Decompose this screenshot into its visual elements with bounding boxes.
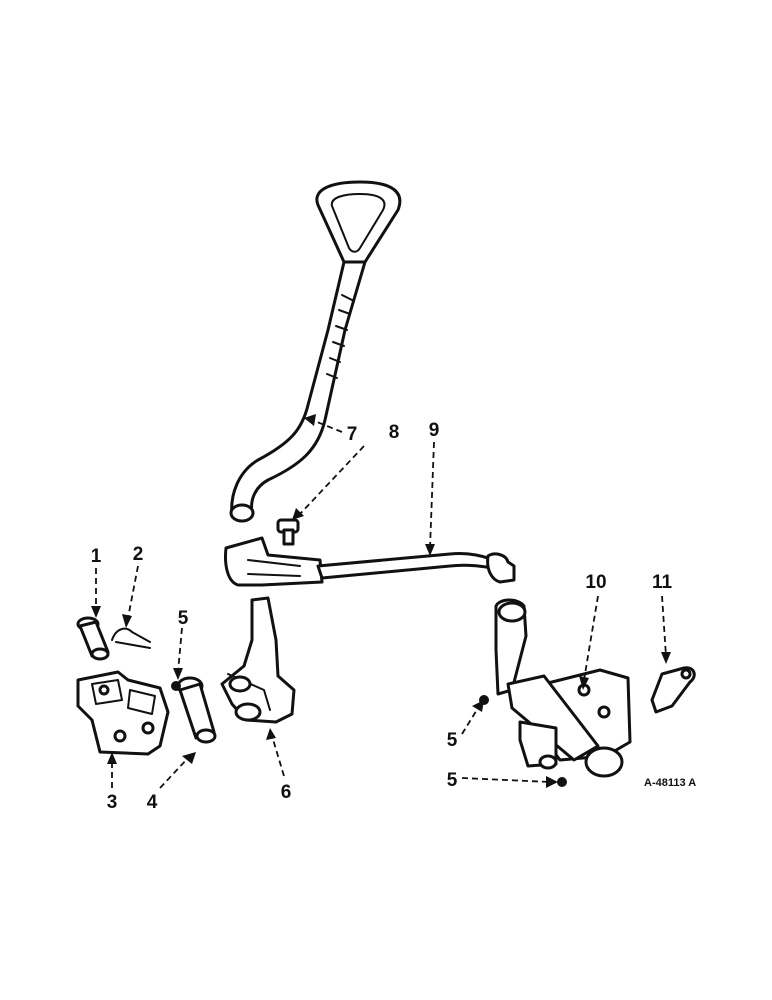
callout-10: 10: [585, 572, 606, 593]
part-2-cotter-pin: [111, 627, 151, 649]
callout-4: 4: [147, 792, 158, 813]
part-11-clip: [650, 666, 696, 714]
part-6-lever-bracket: [220, 596, 296, 724]
callout-6: 6: [281, 782, 292, 803]
callout-2: 2: [133, 544, 144, 565]
callout-3: 3: [107, 792, 118, 813]
callout-7: 7: [347, 424, 358, 445]
part-9-rod: [224, 536, 516, 587]
callout-5-b: 5: [447, 730, 458, 751]
drawing-reference: A-48113 A: [644, 777, 696, 789]
callout-1: 1: [91, 546, 102, 567]
part-1-pin: [76, 616, 110, 661]
part-10-shaft-assembly: [494, 598, 632, 778]
part-3-bracket: [76, 670, 170, 756]
callout-11: 11: [652, 572, 673, 593]
callout-5-c: 5: [447, 770, 458, 791]
part-4-pin: [176, 676, 217, 744]
part-5-bolt-c: [557, 777, 567, 787]
part-8-clevis-pin: [276, 518, 300, 546]
part-5-bolt-a: [171, 681, 181, 691]
callout-8: 8: [389, 422, 400, 443]
callout-5-a: 5: [178, 608, 189, 629]
leader-lines: [91, 414, 671, 789]
part-7-hand-lever: [229, 180, 402, 523]
callout-9: 9: [429, 420, 440, 441]
callout-labels: 1 2 3 4 5 5 5 6 7 8 9 10 11: [91, 420, 673, 813]
